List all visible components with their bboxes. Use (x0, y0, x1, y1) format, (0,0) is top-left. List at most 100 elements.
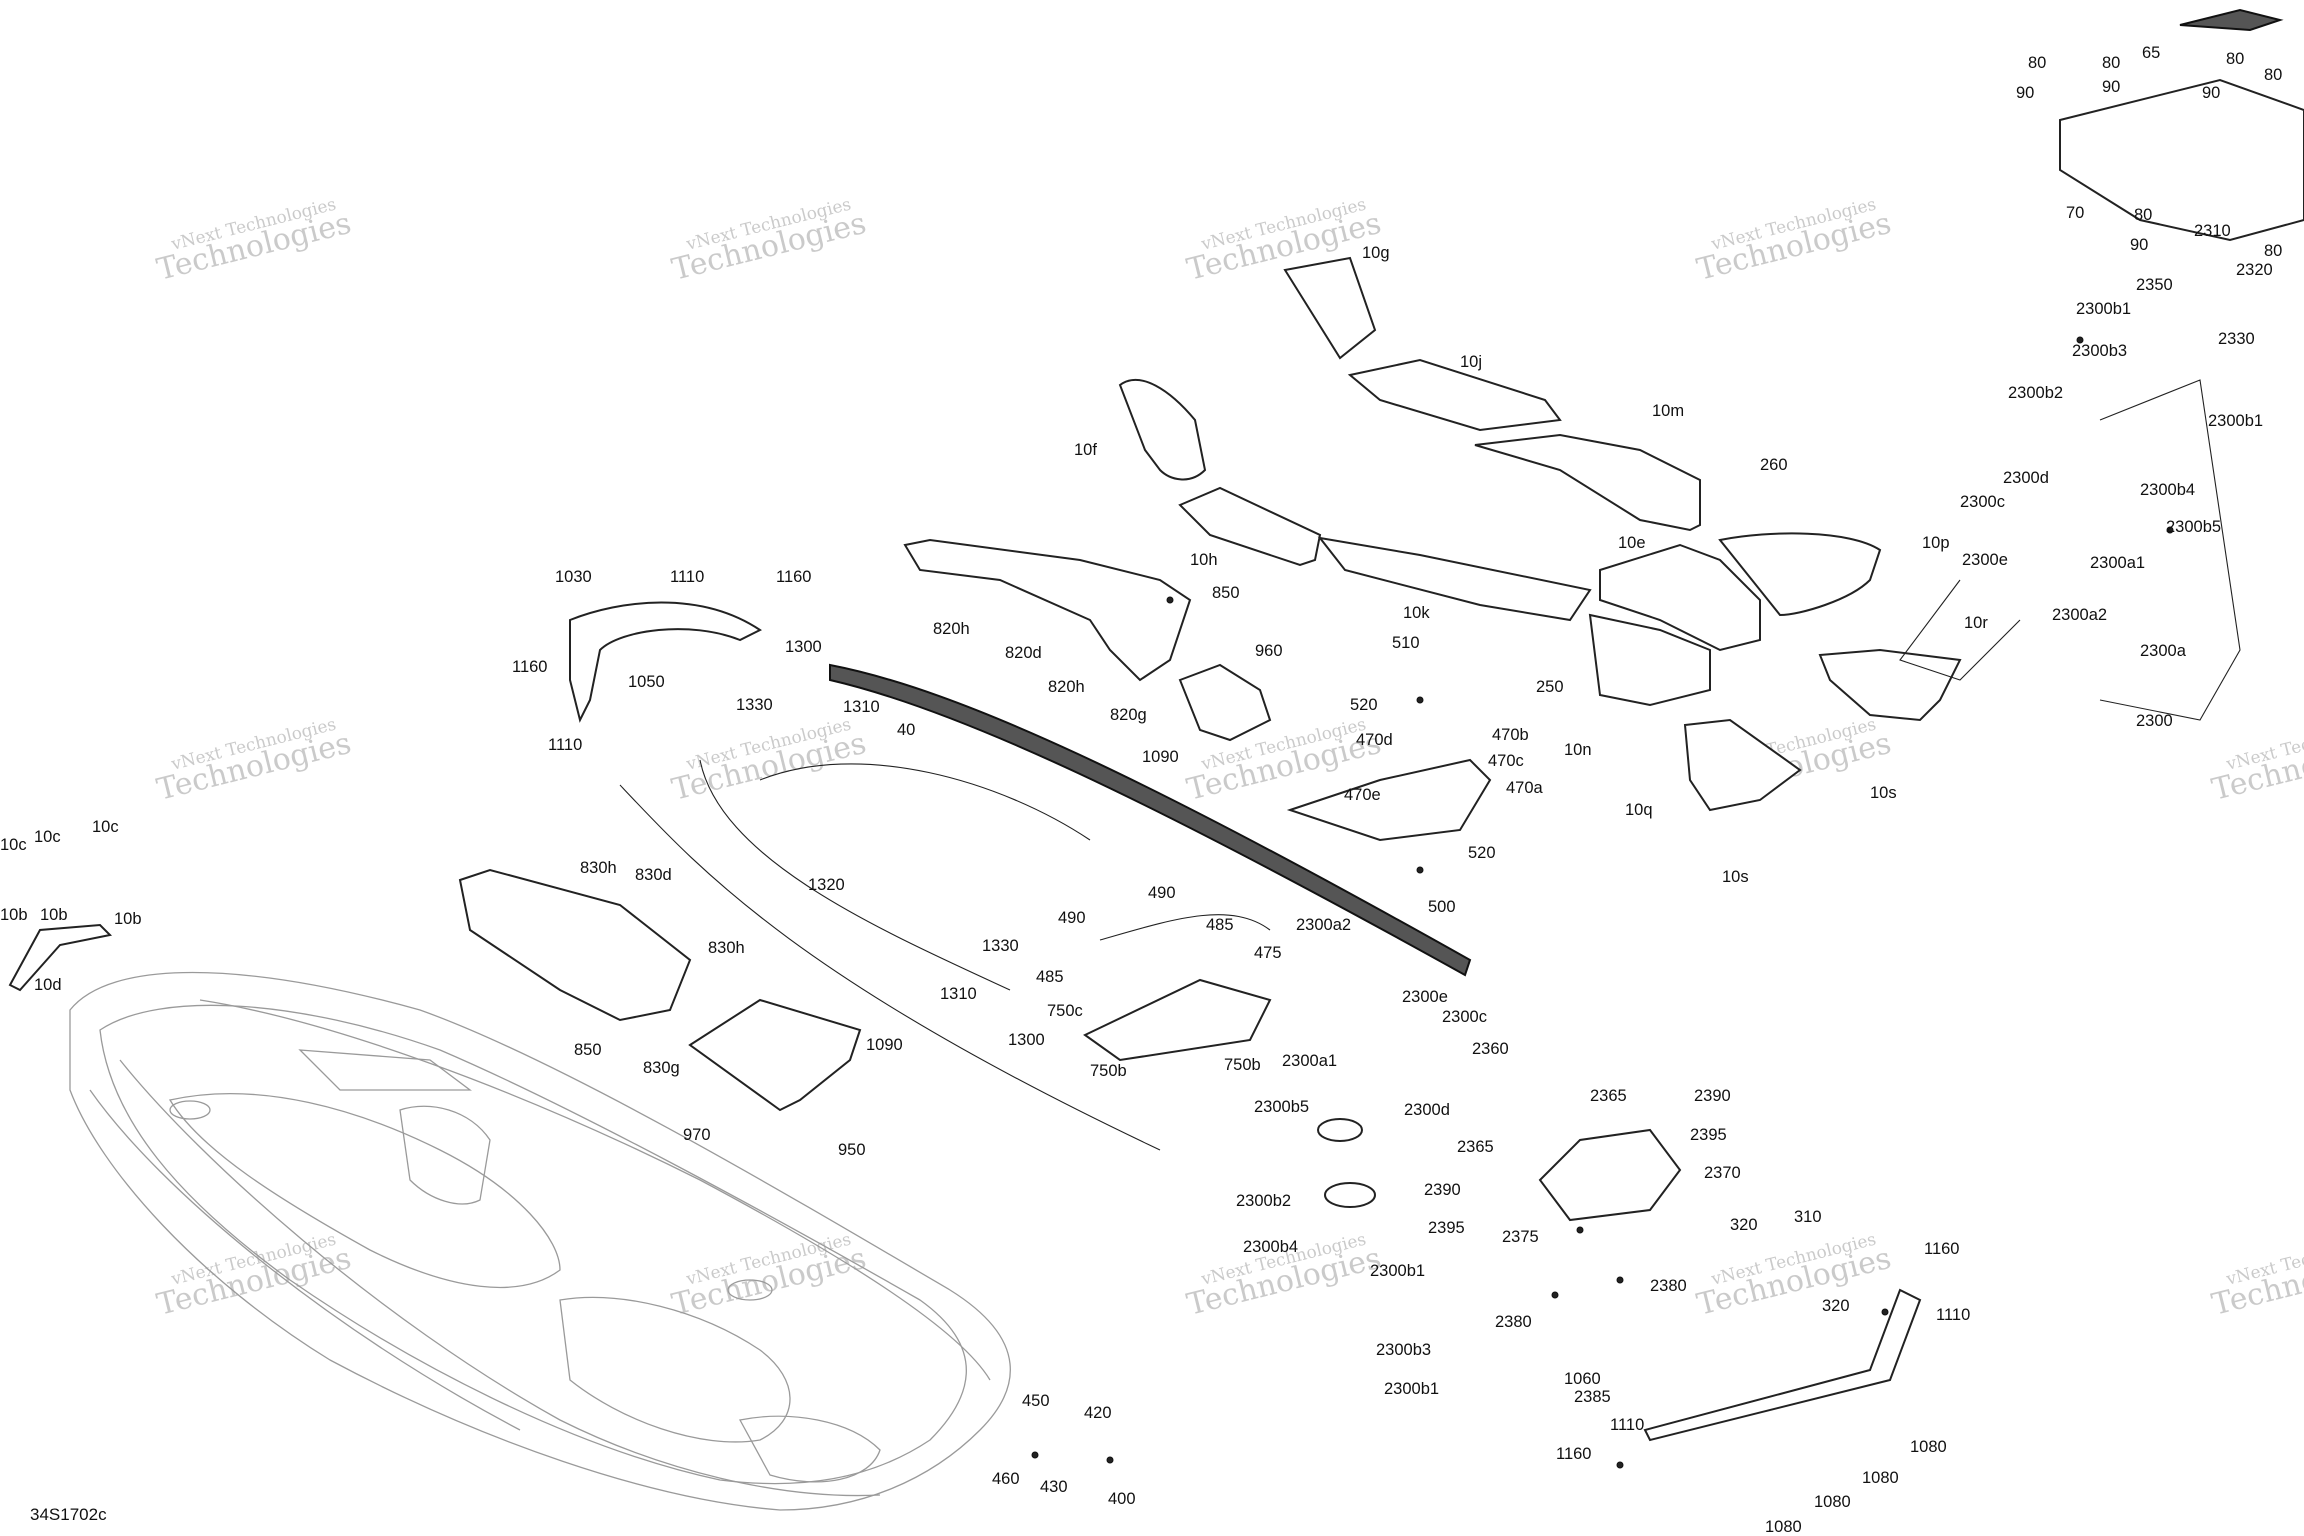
callout-c2330: 2330 (2218, 330, 2255, 348)
callout-c80a: 80 (2028, 54, 2046, 72)
callout-c65: 65 (2142, 44, 2160, 62)
callout-c2300b1c: 2300b1 (1370, 1262, 1425, 1280)
callout-c1160d: 1160 (1556, 1445, 1591, 1463)
callout-c10f: 10f (1074, 441, 1097, 459)
callout-c1330b: 1330 (982, 937, 1019, 955)
callout-c420: 420 (1084, 1404, 1112, 1422)
callout-c470b: 470b (1492, 726, 1529, 744)
callout-c830h-b: 830h (708, 939, 745, 957)
callout-c830g: 830g (643, 1059, 680, 1077)
callout-c2395a: 2395 (1690, 1126, 1727, 1144)
callout-c750b-a: 750b (1224, 1056, 1261, 1074)
callout-c1110d: 1110 (1610, 1416, 1644, 1434)
mat-10j (1347, 358, 1562, 432)
storage-bin-820 (903, 538, 1192, 682)
watermark: Technologies vNext Technologies (1693, 195, 1894, 288)
callout-c485a: 485 (1206, 916, 1234, 934)
callout-c1080d: 1080 (1765, 1518, 1802, 1536)
mat-10n (1588, 613, 1711, 707)
right-assemblies (1083, 8, 2304, 1442)
callout-c950: 950 (838, 1141, 866, 1159)
callout-c10b-c: 10b (114, 910, 142, 928)
callout-c80e: 80 (2134, 206, 2152, 224)
rub-rail-1090b (619, 784, 1161, 1151)
watermark: Technologies vNext Technologies (2208, 1230, 2304, 1323)
callout-c2380a: 2380 (1650, 1277, 1687, 1295)
callout-c1160a: 1160 (776, 568, 811, 586)
callout-c90c: 90 (2202, 84, 2220, 102)
callout-c850a: 850 (1212, 584, 1240, 602)
callout-c10g: 10g (1362, 244, 1390, 262)
mat-10g (1283, 256, 1377, 360)
callout-c2320: 2320 (2236, 261, 2273, 279)
callout-c400: 400 (1108, 1490, 1136, 1508)
callout-c1310a: 1310 (843, 698, 880, 716)
rails-and-hoses (619, 663, 1472, 1151)
callout-c2375: 2375 (1502, 1228, 1539, 1246)
callout-c10c-b: 10c (34, 828, 61, 846)
mat-10b (8, 923, 113, 992)
hose-475 (1099, 914, 1271, 941)
mat-10f (1118, 379, 1207, 481)
callout-c960: 960 (1255, 642, 1283, 660)
callout-c80c: 80 (2226, 50, 2244, 68)
callout-c2360: 2360 (1472, 1040, 1509, 1058)
callout-c80d: 80 (2264, 66, 2282, 84)
callout-c2370: 2370 (1704, 1164, 1741, 1182)
mat-10q (1683, 718, 1802, 812)
callout-c10d: 10d (34, 976, 62, 994)
mat-parts (8, 256, 1962, 992)
callout-c475: 475 (1254, 944, 1282, 962)
callout-c10q: 10q (1625, 801, 1653, 819)
callout-c470e: 470e (1344, 786, 1381, 804)
callout-c320a: 320 (1730, 1216, 1758, 1234)
callout-c2300b3a: 2300b3 (2072, 342, 2127, 360)
callout-c2300a1a: 2300a1 (2090, 554, 2145, 572)
callout-c2390b: 2390 (1424, 1181, 1461, 1199)
callout-c820h-b: 820h (1048, 678, 1085, 696)
callout-c520a: 520 (1350, 696, 1378, 714)
callout-c2300b5a: 2300b5 (2166, 518, 2221, 536)
callout-c750c: 750c (1047, 1002, 1083, 1020)
panel-960 (1178, 663, 1272, 742)
callout-c90a: 90 (2016, 84, 2034, 102)
callout-c2300a2a: 2300a2 (2052, 606, 2107, 624)
callout-c80b: 80 (2102, 54, 2120, 72)
callout-c10c-a: 10c (0, 836, 27, 854)
callout-c485b: 485 (1036, 968, 1064, 986)
callout-c2390a: 2390 (1694, 1087, 1731, 1105)
callout-c10c-c: 10c (92, 818, 119, 836)
mat-10p (1718, 532, 1882, 617)
callout-c10r: 10r (1964, 614, 1988, 632)
callout-c1080b: 1080 (1862, 1469, 1899, 1487)
callout-c1080a: 1080 (1910, 1438, 1947, 1456)
callout-c830h-a: 830h (580, 859, 617, 877)
callout-c10j: 10j (1460, 353, 1482, 371)
watermark: Technologies vNext Technologies (153, 715, 354, 808)
callout-c2300a: 2300a (2140, 642, 2187, 660)
callout-c2300b4a: 2300b4 (2140, 481, 2195, 499)
bumper-1060 (1643, 1288, 1922, 1442)
watermark: Technologies vNext Technologies (153, 195, 354, 288)
callout-c40: 40 (897, 721, 915, 739)
callout-c2365b: 2365 (1457, 1138, 1494, 1156)
callout-c90b: 90 (2102, 78, 2120, 96)
watermark: Technologies vNext Technologies (1693, 1230, 1894, 1323)
callout-c2300c-b: 2300c (1442, 1008, 1487, 1026)
callout-c2300b3b: 2300b3 (1376, 1341, 1431, 1359)
mat-10k (1317, 536, 1592, 622)
callout-c820g: 820g (1110, 706, 1147, 724)
callout-c1030: 1030 (555, 568, 592, 586)
hose-40 (759, 763, 1091, 841)
callout-c510: 510 (1392, 634, 1420, 652)
callout-c2365a: 2365 (1590, 1087, 1627, 1105)
callout-c10n: 10n (1564, 741, 1592, 759)
callout-c470a: 470a (1506, 779, 1544, 797)
callout-c2385: 2385 (1574, 1388, 1611, 1406)
callout-c320b: 320 (1822, 1297, 1850, 1315)
callout-c10h: 10h (1190, 551, 1218, 569)
callout-c1320: 1320 (808, 876, 845, 894)
callout-c2300b1b: 2300b1 (2208, 412, 2263, 430)
callout-c430: 430 (1040, 1478, 1068, 1496)
